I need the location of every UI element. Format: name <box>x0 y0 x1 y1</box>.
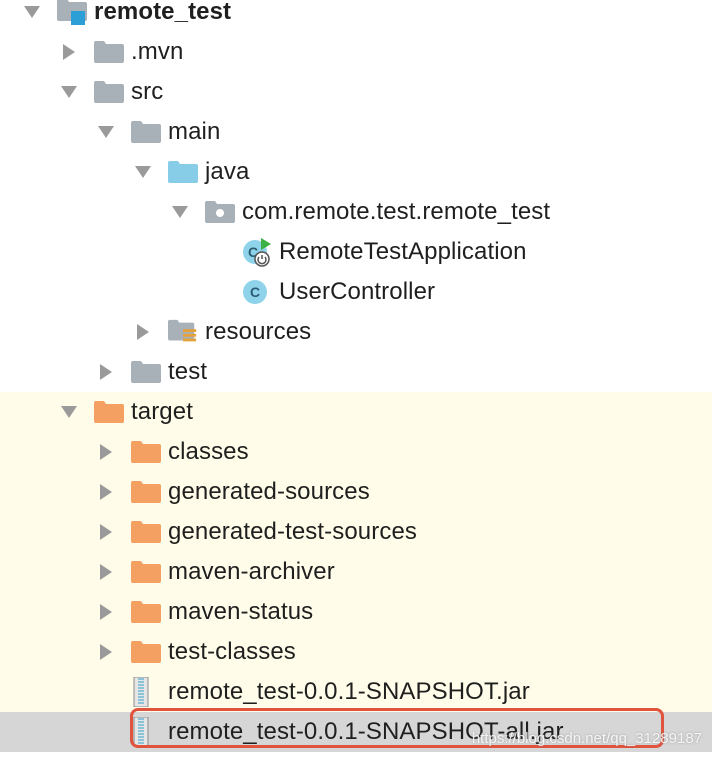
expand-arrow-down-icon[interactable] <box>54 392 84 432</box>
tree-row[interactable]: java <box>0 152 712 192</box>
excluded-folder-icon <box>131 432 161 472</box>
jar-file-icon <box>131 712 161 752</box>
expand-arrow-right-icon[interactable] <box>91 552 121 592</box>
excluded-folder-icon <box>94 392 124 432</box>
expand-arrow-down-icon[interactable] <box>17 0 47 32</box>
folder-icon <box>131 352 161 392</box>
tree-item-label: java <box>205 158 250 185</box>
excluded-folder-icon <box>131 512 161 552</box>
tree-row[interactable]: .mvn <box>0 32 712 72</box>
tree-item-label: classes <box>168 438 249 465</box>
spring-boot-class-icon: C <box>242 232 272 272</box>
excluded-folder-icon <box>131 592 161 632</box>
expand-arrow-down-icon[interactable] <box>54 72 84 112</box>
tree-item-label: resources <box>205 318 312 345</box>
excluded-folder-icon <box>131 552 161 592</box>
module-folder-icon <box>57 0 87 32</box>
tree-row[interactable]: remote_test <box>0 0 712 32</box>
tree-item-label: generated-sources <box>168 478 370 505</box>
folder-icon <box>131 112 161 152</box>
tree-row[interactable]: test <box>0 352 712 392</box>
excluded-folder-icon <box>131 472 161 512</box>
tree-row[interactable]: test-classes <box>0 632 712 672</box>
resources-folder-icon <box>168 312 198 352</box>
tree-item-label: maven-status <box>168 598 314 625</box>
tree-row[interactable]: maven-archiver <box>0 552 712 592</box>
tree-row[interactable]: generated-sources <box>0 472 712 512</box>
tree-row[interactable]: generated-test-sources <box>0 512 712 552</box>
expand-arrow-down-icon[interactable] <box>91 112 121 152</box>
tree-item-label: remote_test <box>94 0 232 25</box>
tree-row[interactable]: C UserController <box>0 272 712 312</box>
expand-arrow-right-icon[interactable] <box>91 592 121 632</box>
tree-item-label: target <box>131 398 193 425</box>
tree-row[interactable]: com.remote.test.remote_test <box>0 192 712 232</box>
expand-arrow-down-icon[interactable] <box>128 152 158 192</box>
tree-item-label: com.remote.test.remote_test <box>242 198 551 225</box>
tree-item-label: remote_test-0.0.1-SNAPSHOT-all.jar <box>168 718 564 745</box>
tree-row[interactable]: maven-status <box>0 592 712 632</box>
tree-row[interactable]: target <box>0 392 712 432</box>
expand-arrow-right-icon[interactable] <box>91 432 121 472</box>
tree-item-label: UserController <box>279 278 436 305</box>
highlight-box <box>130 708 664 748</box>
expand-arrow-right-icon[interactable] <box>128 312 158 352</box>
expand-arrow-right-icon[interactable] <box>91 632 121 672</box>
source-root-folder-icon <box>168 152 198 192</box>
tree-item-label: maven-archiver <box>168 558 335 585</box>
svg-text:C: C <box>250 284 260 300</box>
package-icon <box>205 192 235 232</box>
svg-text:C: C <box>248 244 258 260</box>
jar-file-icon <box>131 672 161 712</box>
folder-icon <box>94 72 124 112</box>
expand-arrow-right-icon[interactable] <box>91 472 121 512</box>
folder-icon <box>94 32 124 72</box>
watermark-text: https://blog.csdn.net/qq_31289187 <box>471 730 702 747</box>
expand-arrow-right-icon[interactable] <box>54 32 84 72</box>
expand-arrow-right-icon[interactable] <box>91 352 121 392</box>
tree-item-label: .mvn <box>131 38 184 65</box>
tree-item-label: src <box>131 78 164 105</box>
tree-item-label: RemoteTestApplication <box>279 238 527 265</box>
expand-arrow-right-icon[interactable] <box>91 512 121 552</box>
tree-row[interactable]: src <box>0 72 712 112</box>
tree-item-label: main <box>168 118 221 145</box>
tree-row[interactable]: C RemoteTestApplication <box>0 232 712 272</box>
tree-item-label: generated-test-sources <box>168 518 417 545</box>
tree-row[interactable]: resources <box>0 312 712 352</box>
tree-row[interactable]: main <box>0 112 712 152</box>
tree-item-label: test-classes <box>168 638 296 665</box>
class-icon: C <box>242 272 272 312</box>
excluded-folder-icon <box>131 632 161 672</box>
tree-item-label: test <box>168 358 208 385</box>
tree-row[interactable]: classes <box>0 432 712 472</box>
expand-arrow-down-icon[interactable] <box>165 192 195 232</box>
tree-row[interactable]: remote_test-0.0.1-SNAPSHOT.jar <box>0 672 712 712</box>
tree-item-label: remote_test-0.0.1-SNAPSHOT.jar <box>168 678 530 705</box>
